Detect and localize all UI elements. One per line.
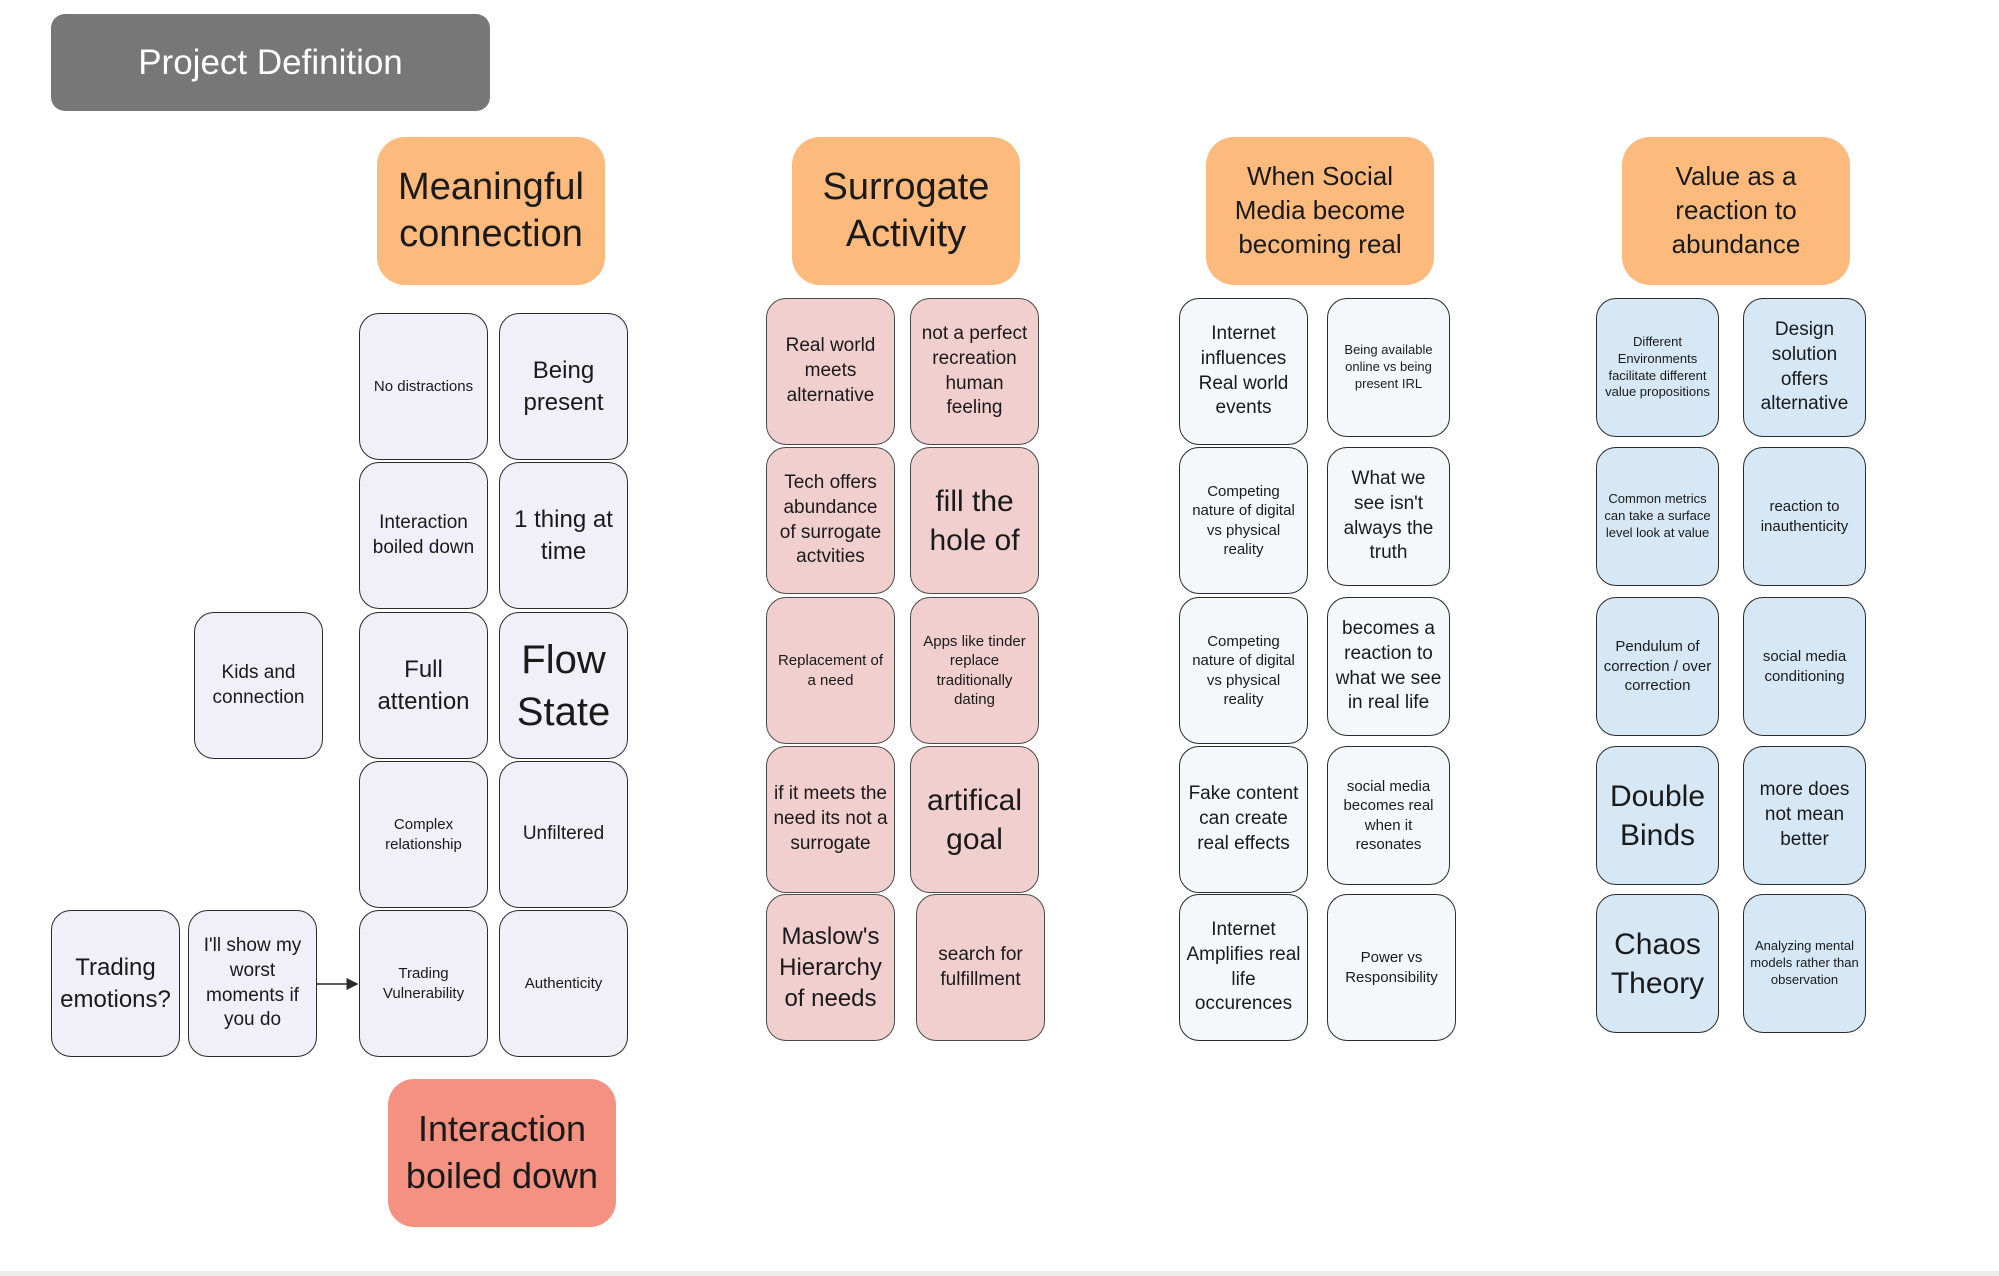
card-pendulum-of-correction[interactable]: Pendulum of correction / over correction bbox=[1596, 597, 1719, 736]
card-becomes-a-reaction[interactable]: becomes a reaction to what we see in rea… bbox=[1327, 597, 1450, 736]
card-tech-offers-abundance[interactable]: Tech offers abundance of surrogate actvi… bbox=[766, 447, 895, 594]
card-real-world-meets-alternative[interactable]: Real world meets alternative bbox=[766, 298, 895, 445]
card-power-vs-responsibility[interactable]: Power vs Responsibility bbox=[1327, 894, 1456, 1041]
card-one-thing-at-time[interactable]: 1 thing at time bbox=[499, 462, 628, 609]
card-internet-influences-events[interactable]: Internet influences Real world events bbox=[1179, 298, 1308, 445]
card-analyzing-mental-models[interactable]: Analyzing mental models rather than obse… bbox=[1743, 894, 1866, 1033]
card-being-present[interactable]: Being present bbox=[499, 313, 628, 460]
card-search-for-fulfillment[interactable]: search for fulfillment bbox=[916, 894, 1045, 1041]
card-authenticity[interactable]: Authenticity bbox=[499, 910, 628, 1057]
card-maslows-hierarchy[interactable]: Maslow's Hierarchy of needs bbox=[766, 894, 895, 1041]
card-competing-nature-2[interactable]: Competing nature of digital vs physical … bbox=[1179, 597, 1308, 744]
card-kids-and-connection[interactable]: Kids and connection bbox=[194, 612, 323, 759]
header-meaningful-connection[interactable]: Meaningful connection bbox=[377, 137, 605, 285]
card-double-binds[interactable]: Double Binds bbox=[1596, 746, 1719, 885]
card-unfiltered[interactable]: Unfiltered bbox=[499, 761, 628, 908]
header-surrogate-activity[interactable]: Surrogate Activity bbox=[792, 137, 1020, 285]
card-complex-relationship[interactable]: Complex relationship bbox=[359, 761, 488, 908]
card-social-media-conditioning[interactable]: social media conditioning bbox=[1743, 597, 1866, 736]
card-fake-content-real-effects[interactable]: Fake content can create real effects bbox=[1179, 746, 1308, 893]
card-reaction-to-inauthenticity[interactable]: reaction to inauthenticity bbox=[1743, 447, 1866, 586]
card-what-we-see-not-truth[interactable]: What we see isn't always the truth bbox=[1327, 447, 1450, 586]
card-full-attention[interactable]: Full attention bbox=[359, 612, 488, 759]
card-available-online-vs-irl[interactable]: Being available online vs being present … bbox=[1327, 298, 1450, 437]
card-chaos-theory[interactable]: Chaos Theory bbox=[1596, 894, 1719, 1033]
card-trading-emotions[interactable]: Trading emotions? bbox=[51, 910, 180, 1057]
card-flow-state[interactable]: Flow State bbox=[499, 612, 628, 759]
card-interaction-boiled-down[interactable]: Interaction boiled down bbox=[359, 462, 488, 609]
card-trading-vulnerability[interactable]: Trading Vulnerability bbox=[359, 910, 488, 1057]
footer-interaction-boiled-down[interactable]: Interaction boiled down bbox=[388, 1079, 616, 1227]
card-different-environments[interactable]: Different Environments facilitate differ… bbox=[1596, 298, 1719, 437]
card-design-solution-alternative[interactable]: Design solution offers alternative bbox=[1743, 298, 1866, 437]
header-value-abundance[interactable]: Value as a reaction to abundance bbox=[1622, 137, 1850, 285]
bottom-edge bbox=[0, 1271, 1999, 1276]
card-competing-nature-1[interactable]: Competing nature of digital vs physical … bbox=[1179, 447, 1308, 594]
header-social-media-real[interactable]: When Social Media become becoming real bbox=[1206, 137, 1434, 285]
card-no-distractions[interactable]: No distractions bbox=[359, 313, 488, 460]
card-social-media-resonates[interactable]: social media becomes real when it resona… bbox=[1327, 746, 1450, 885]
card-artifical-goal[interactable]: artifical goal bbox=[910, 746, 1039, 893]
project-title[interactable]: Project Definition bbox=[51, 14, 490, 111]
card-internet-amplifies[interactable]: Internet Amplifies real life occurences bbox=[1179, 894, 1308, 1041]
card-meets-need-not-surrogate[interactable]: if it meets the need its not a surrogate bbox=[766, 746, 895, 893]
card-replacement-of-need[interactable]: Replacement of a need bbox=[766, 597, 895, 744]
card-show-worst-moments[interactable]: I'll show my worst moments if you do bbox=[188, 910, 317, 1057]
card-common-metrics[interactable]: Common metrics can take a surface level … bbox=[1596, 447, 1719, 586]
card-apps-like-tinder[interactable]: Apps like tinder replace traditionally d… bbox=[910, 597, 1039, 744]
card-more-not-better[interactable]: more does not mean better bbox=[1743, 746, 1866, 885]
card-not-perfect-recreation[interactable]: not a perfect recreation human feeling bbox=[910, 298, 1039, 445]
card-fill-the-hole[interactable]: fill the hole of bbox=[910, 447, 1039, 594]
